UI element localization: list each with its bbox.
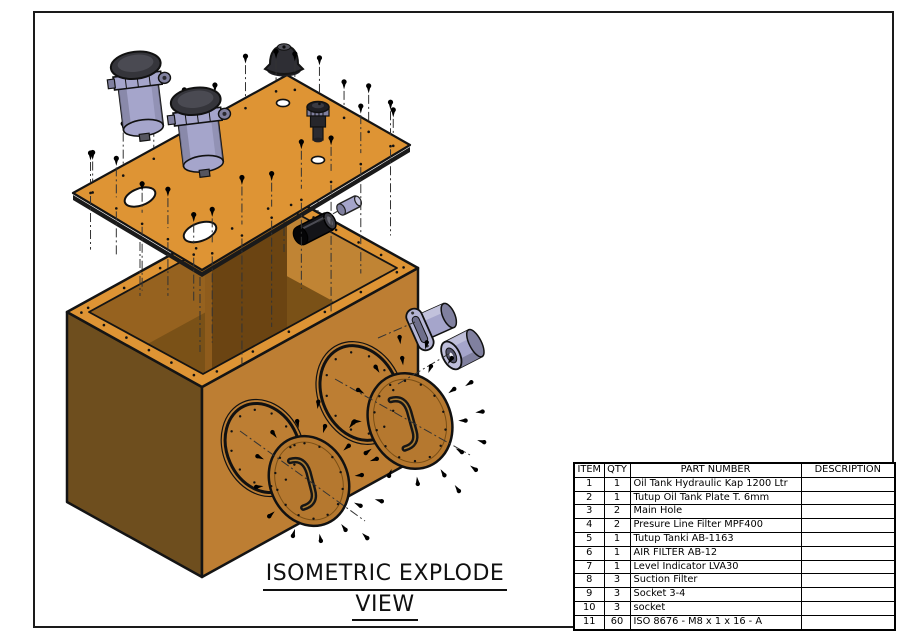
bom-cell [800,490,896,506]
bom-cell: 60 [603,614,631,631]
generated-parts [80,48,487,544]
tank-cap [263,43,305,77]
socket-pin [336,195,363,216]
bom-cell [800,518,896,533]
bom-cell: Main Hole [629,504,802,520]
bom-cell: Tutup Tanki AB-1163 [629,531,802,547]
bom-cell [800,531,896,547]
bom-cell [800,614,896,631]
bom-cell: 8 [573,573,605,589]
bom-cell: 3 [603,600,631,616]
bom-cell: AIR FILTER AB-12 [629,545,802,561]
bom-cell: Oil Tank Hydraulic Kap 1200 Ltr [629,476,802,492]
bom-cell: 2 [573,490,605,506]
bom-cell [800,476,896,492]
bom-cell: 1 [603,476,631,492]
bom-cell: 10 [573,600,605,616]
bom-cell: Presure Line Filter MPF400 [629,518,802,533]
bom-header-cell: ITEM [573,462,605,478]
bom-cell [800,587,896,602]
plate-filter-hole-1 [123,186,157,208]
bom-cell [800,559,896,575]
bom-cell: 7 [573,559,605,575]
air-filter [306,100,330,143]
view-title: ISOMETRIC EXPLODE VIEW [240,560,530,621]
bom-cell: 3 [573,504,605,520]
plate-airfilter-hole [310,155,326,165]
socket [440,328,485,371]
bom-cell: 3 [603,587,631,602]
bom-cell: Tutup Oil Tank Plate T. 6mm [629,490,802,506]
suction-filter-fitting [292,211,337,246]
bom-cell: 1 [573,476,605,492]
bom-cell [800,504,896,520]
bom-cell [800,545,896,561]
pressure-line-filter-1 [106,50,172,142]
bom-cell: Level Indicator LVA30 [629,559,802,575]
view-title-line2: VIEW [352,591,418,621]
bom-header-cell: DESCRIPTION [800,462,896,478]
bom-cell: 1 [603,490,631,506]
bom-cell: 5 [573,531,605,547]
bom-cell: socket [629,600,802,616]
bom-cell: 2 [603,518,631,533]
bom-cell: 1 [603,545,631,561]
bom-cell: ISO 8676 - M8 x 1 x 16 - A [629,614,802,631]
bom-cell: 2 [603,504,631,520]
bom-cell: Socket 3-4 [629,587,802,602]
bom-header-cell: PART NUMBER [629,462,802,478]
plate-filter-hole-2 [182,220,218,244]
bom-cell: 6 [573,545,605,561]
bom-cell: 1 [603,531,631,547]
bom-cell [800,600,896,616]
bom-cell: 3 [603,573,631,589]
pressure-line-filter-2 [166,86,232,178]
bom-cell: Suction Filter [629,573,802,589]
sheet-border-frame [33,11,894,628]
bom-cell: 9 [573,587,605,602]
bom-cell: 1 [603,559,631,575]
level-indicator [405,302,458,352]
view-title-line1: ISOMETRIC EXPLODE [262,560,508,591]
bom-cell [800,573,896,589]
bom-header-cell: QTY [603,462,631,478]
bom-cell: 11 [573,614,605,631]
bom-cell: 4 [573,518,605,533]
plate-cap-hole [275,98,291,108]
